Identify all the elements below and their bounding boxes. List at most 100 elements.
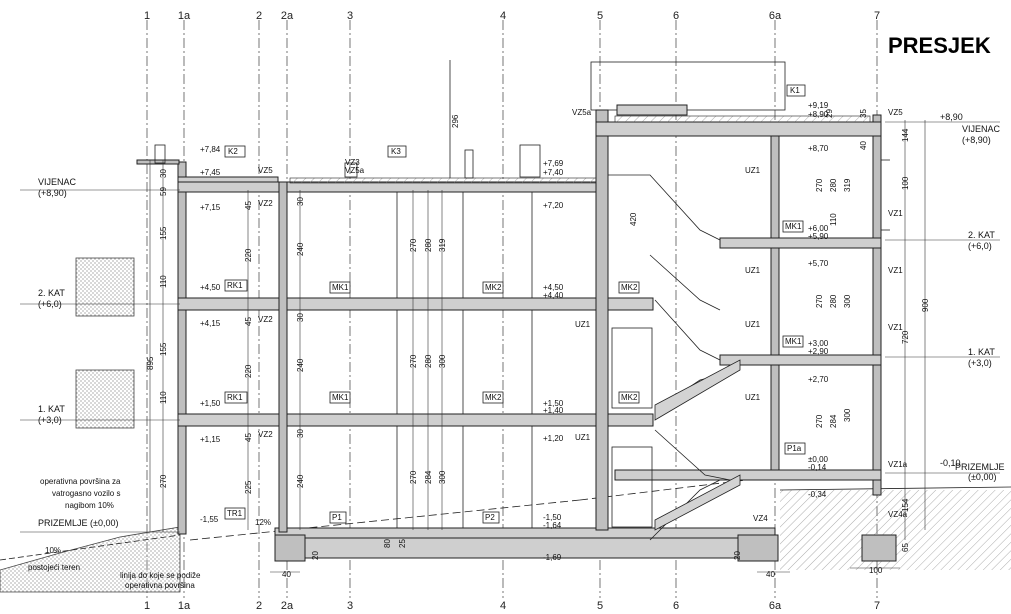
room-tag: K3 [391, 147, 401, 156]
dim-label: 296 [451, 114, 460, 128]
grid-label: 5 [597, 600, 603, 612]
elevation-label: -0,14 [808, 463, 827, 472]
room-tag: RK1 [227, 281, 243, 290]
dim-label: 40 [282, 570, 291, 579]
elevation-label: +8,90 [808, 110, 829, 119]
dim-label: 110 [829, 213, 838, 226]
elevation-label: +8,70 [808, 144, 829, 153]
room-tag: K1 [790, 86, 800, 95]
wall-tag: VZ5 [888, 108, 903, 117]
wall-tag: UZ1 [745, 393, 761, 402]
room-tag: MK2 [485, 393, 502, 402]
grid-label: 6 [673, 600, 679, 612]
dim-label: 280 [424, 354, 433, 368]
elevation-label: +7,45 [200, 168, 221, 177]
dim-label: 270 [409, 238, 418, 252]
dim-label: 100 [869, 566, 883, 575]
wall-tag: VZ1a [888, 460, 908, 469]
elevation-label: -1,50 [543, 513, 562, 522]
elevation-label: -0,34 [808, 490, 827, 499]
wall-tag: UZ1 [745, 266, 761, 275]
dim-label: 45 [244, 433, 253, 442]
dim-label: 25 [398, 539, 407, 548]
grid-label: 7 [874, 10, 880, 22]
grid-label: 6a [769, 600, 782, 612]
room-tag: K2 [228, 147, 238, 156]
notes: operativna površina za vatrogasno vozilo… [28, 477, 201, 590]
elevation-label: -1,64 [543, 521, 562, 530]
dim-label: 420 [629, 212, 638, 226]
grid-label: 3 [347, 600, 353, 612]
dim-label: 270 [815, 414, 824, 428]
dim-label: 720 [901, 330, 910, 344]
dim-label: 45 [244, 201, 253, 210]
room-tag: MK2 [621, 393, 638, 402]
room-tag: MK1 [332, 283, 349, 292]
level-mark: -0,10 [940, 458, 961, 468]
level-label-kat1: 1. KAT [968, 347, 995, 357]
elevation-label: +7,69 [543, 159, 564, 168]
grid-label: 1 [144, 10, 150, 22]
dim-label: 30 [296, 429, 305, 438]
dim-label: 35 [859, 109, 868, 118]
elevation-label: -1,69 [543, 553, 562, 562]
dim-label: 29 [825, 109, 834, 118]
note-slope: 10% [45, 546, 61, 555]
elevation-label: +5,70 [808, 259, 829, 268]
dim-label: 80 [383, 539, 392, 548]
drawing-title: PRESJEK [888, 33, 991, 58]
level-label-kat2: 2. KAT [38, 288, 65, 298]
level-label-prizemlje: PRIZEMLJE (±0,00) [38, 518, 118, 528]
elevation-label: +4,15 [200, 319, 221, 328]
neighbour-block [75, 369, 135, 429]
dim-label: 284 [424, 470, 433, 484]
dim-label: 319 [843, 178, 852, 192]
dim-label: 300 [843, 408, 852, 422]
note-line: linija do koje se podiže [120, 571, 201, 580]
wall-tag: UZ1 [575, 320, 591, 329]
wall-tag: VZ5 [258, 166, 273, 175]
note-fire-area: vatrogasno vozilo s [52, 489, 120, 498]
grid-labels-bottom: 1 1a 2 2a 3 4 5 6 6a 7 [144, 600, 880, 612]
elevation-label: +5,90 [808, 232, 829, 241]
elevation-label: +4,40 [543, 291, 564, 300]
level-value-kat2: (+6,0) [38, 299, 62, 309]
elevation-label: +1,20 [543, 434, 564, 443]
elevation-label: +6,00 [808, 224, 829, 233]
dim-label: 284 [829, 414, 838, 428]
elevation-label: +3,00 [808, 339, 829, 348]
dim-label: 280 [829, 294, 838, 308]
dim-label: 240 [296, 358, 305, 372]
level-label-kat2: 2. KAT [968, 230, 995, 240]
level-value-kat1: (+3,0) [38, 415, 62, 425]
elevation-label: +7,20 [543, 201, 564, 210]
room-tag: MK1 [785, 222, 802, 231]
room-tag: P1a [787, 444, 802, 453]
grid-label: 6 [673, 10, 679, 22]
room-tag: P1 [332, 513, 342, 522]
dim-label: 240 [296, 474, 305, 488]
dim-label: 20 [733, 551, 742, 560]
grid-label: 6a [769, 10, 782, 22]
room-tag: MK1 [332, 393, 349, 402]
dim-label: 30 [296, 197, 305, 206]
dim-label: 110 [159, 391, 168, 404]
elevation-label: -1,55 [200, 515, 219, 524]
grid-label: 1 [144, 600, 150, 612]
room-tag: P2 [485, 513, 495, 522]
level-label-vijenac: VIJENAC [38, 177, 77, 187]
elevation-label: +7,84 [200, 145, 221, 154]
grid-label: 5 [597, 10, 603, 22]
elevation-label: +2,70 [808, 375, 829, 384]
elevation-label: +1,15 [200, 435, 221, 444]
grid-label: 1a [178, 10, 191, 22]
dim-label: 20 [311, 551, 320, 560]
note-fire-area: nagibom 10% [65, 501, 114, 510]
elevation-label: +1,50 [543, 399, 564, 408]
wall-tag: VZ1 [888, 323, 903, 332]
level-value-vijenac: (+8,90) [962, 135, 991, 145]
grid-label: 4 [500, 10, 506, 22]
grid-label: 2a [281, 600, 294, 612]
grid-label: 2a [281, 10, 294, 22]
